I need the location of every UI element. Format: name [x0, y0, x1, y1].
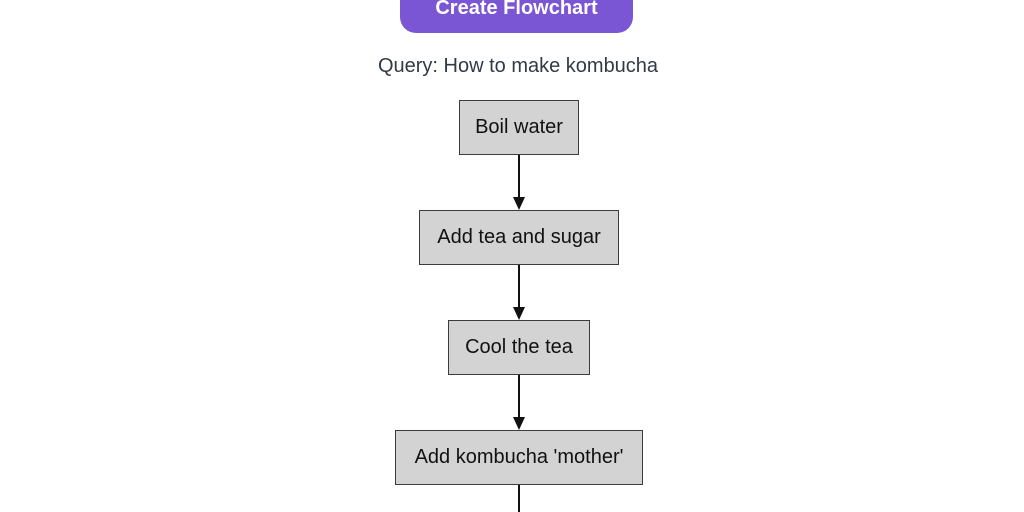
- edge-line: [517, 155, 520, 197]
- node-label: Add tea and sugar: [437, 226, 601, 248]
- node-label: Add kombucha 'mother': [414, 446, 624, 468]
- node-label: Cool the tea: [465, 336, 573, 358]
- arrowhead-down-icon: [512, 197, 525, 210]
- arrowhead-down-icon: [512, 307, 525, 320]
- flowchart-edge-2: [512, 265, 525, 320]
- create-flowchart-button[interactable]: Create Flowchart: [400, 0, 633, 33]
- flowchart-node-boil-water: Boil water: [459, 100, 579, 155]
- query-caption: Query: How to make kombucha: [377, 55, 659, 77]
- flowchart-node-add-tea-and-sugar: Add tea and sugar: [419, 210, 619, 265]
- flowchart-edge-4-clipped: [512, 485, 525, 512]
- edge-line: [517, 375, 520, 417]
- edge-line: [517, 485, 520, 512]
- flowchart-edge-1: [512, 155, 525, 210]
- flowchart-edge-3: [512, 375, 525, 430]
- node-label: Boil water: [475, 116, 563, 138]
- flowchart-node-cool-the-tea: Cool the tea: [448, 320, 590, 375]
- flowchart-node-add-kombucha-mother: Add kombucha 'mother': [395, 430, 643, 485]
- arrowhead-down-icon: [512, 417, 525, 430]
- edge-line: [517, 265, 520, 307]
